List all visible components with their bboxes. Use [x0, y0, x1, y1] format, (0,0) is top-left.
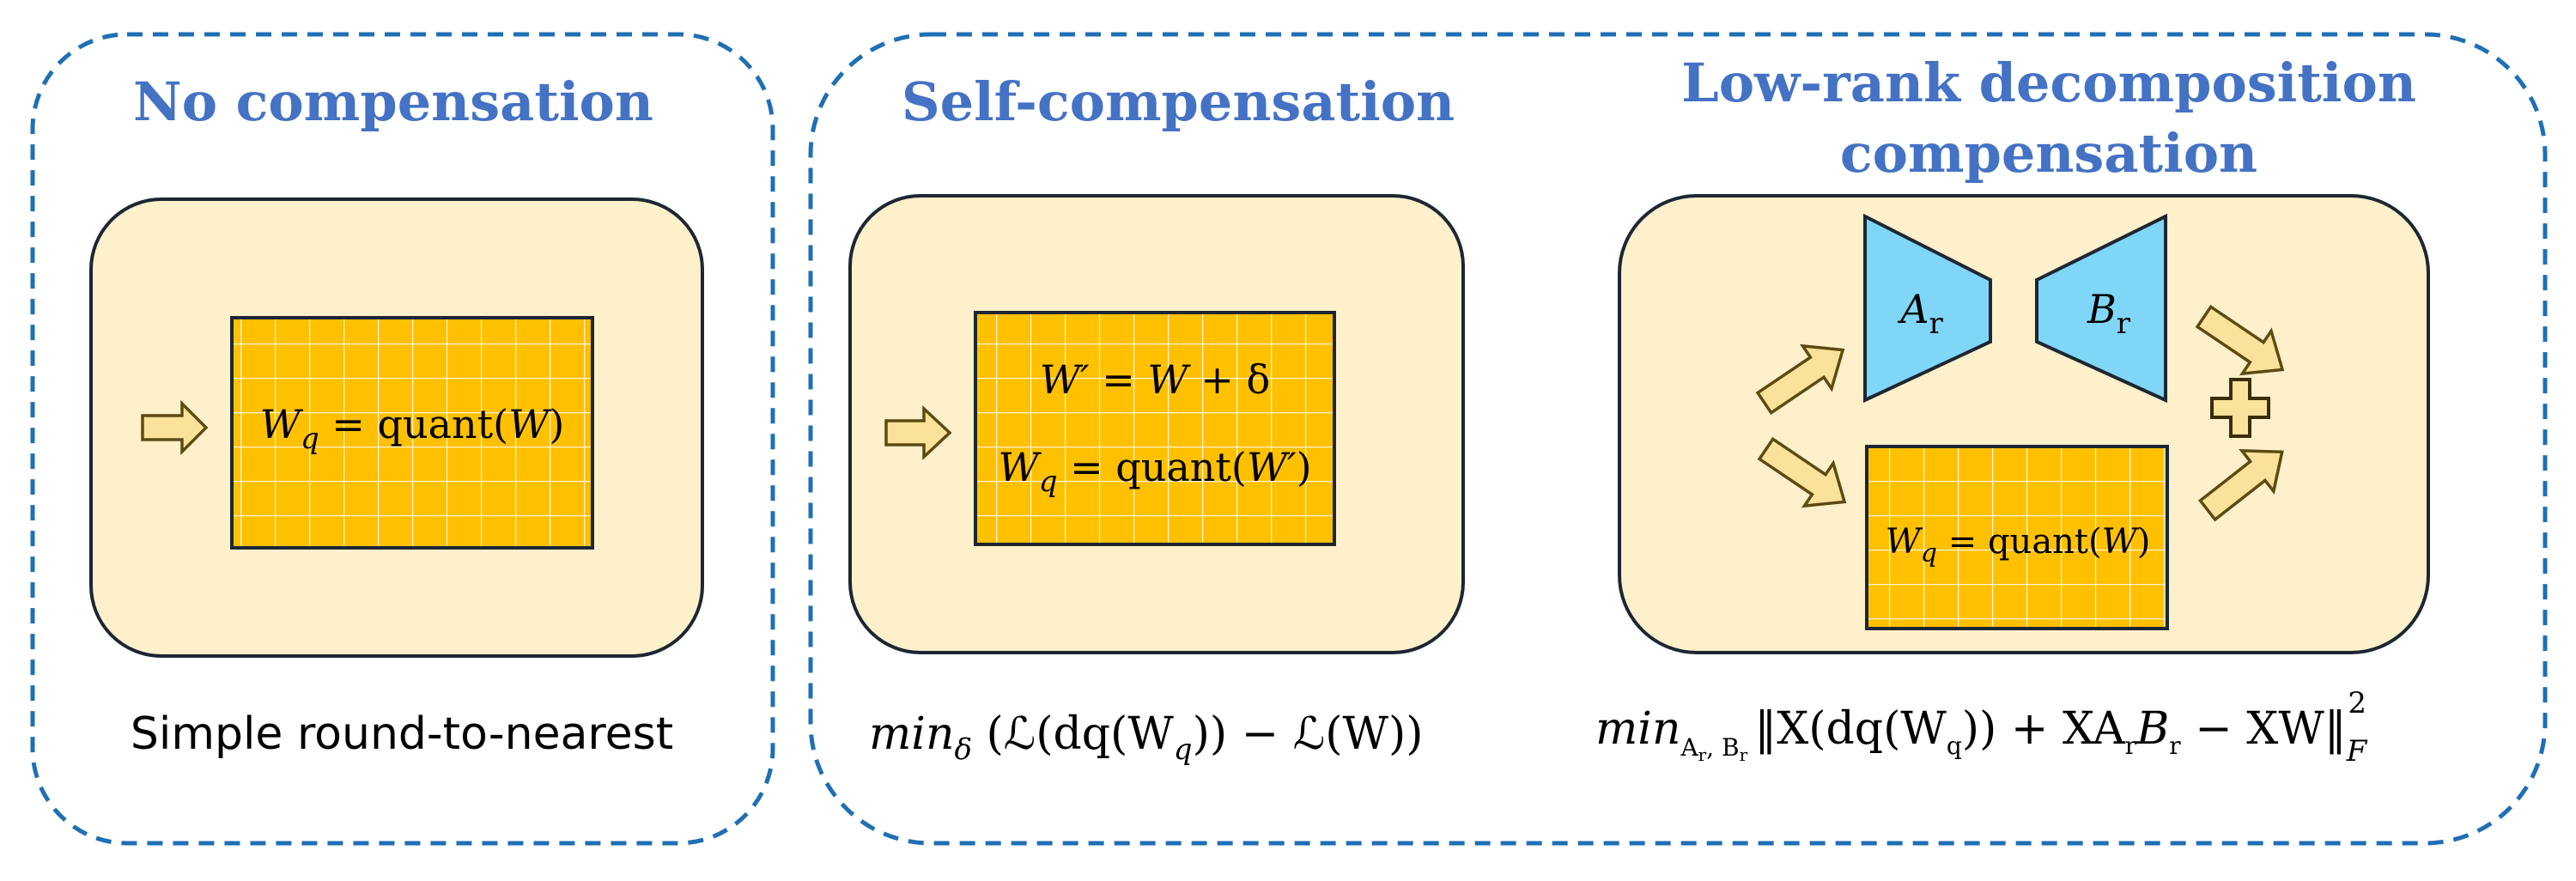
- quantized-matrix-no-compensation: [230, 316, 594, 550]
- caption-simple-round-to-nearest: Simple round-to-nearest: [131, 708, 673, 760]
- title-low-rank-line2: compensation: [1840, 122, 2257, 185]
- input-arrow-self-compensation: [884, 404, 952, 461]
- quantized-matrix-low-rank: [1865, 445, 2169, 630]
- formula-low-rank: minAr, Br‖X(dq(Wq)) + XArBr − XW‖F2: [1595, 686, 2368, 769]
- title-no-compensation: No compensation: [133, 70, 653, 133]
- panel-no-compensation-border: [30, 32, 775, 846]
- matrix-label-self-line2: Wq = quant(W′): [998, 444, 1311, 499]
- low-rank-factor-a: [1863, 213, 1992, 404]
- low-rank-factor-b: [2035, 213, 2167, 404]
- input-arrow-to-matrix: [1757, 436, 1847, 508]
- input-arrow-to-a: [1755, 343, 1845, 416]
- panel-compensation-border: [808, 32, 2548, 846]
- formula-self-compensation: minδ (ℒ(dq(Wq)) − ℒ(W)): [869, 708, 1424, 767]
- matrix-label-no-compensation: Wq = quant(W): [260, 401, 565, 456]
- label-b-r: Br: [2087, 286, 2131, 341]
- input-arrow-no-compensation: [141, 399, 209, 456]
- label-a-r: Ar: [1897, 286, 1943, 341]
- matrix-label-low-rank: Wq = quant(W): [1886, 522, 2151, 568]
- card-low-rank: [1618, 194, 2430, 654]
- output-arrow-from-b: [2195, 304, 2285, 376]
- quantized-matrix-self-compensation: [974, 311, 1336, 546]
- matrix-label-self-line1: W′ = W + δ: [1040, 356, 1270, 403]
- title-self-compensation: Self-compensation: [902, 70, 1455, 133]
- title-low-rank-line1: Low-rank decomposition: [1681, 52, 2416, 114]
- plus-icon: [2210, 378, 2270, 438]
- output-arrow-from-matrix: [2197, 448, 2284, 522]
